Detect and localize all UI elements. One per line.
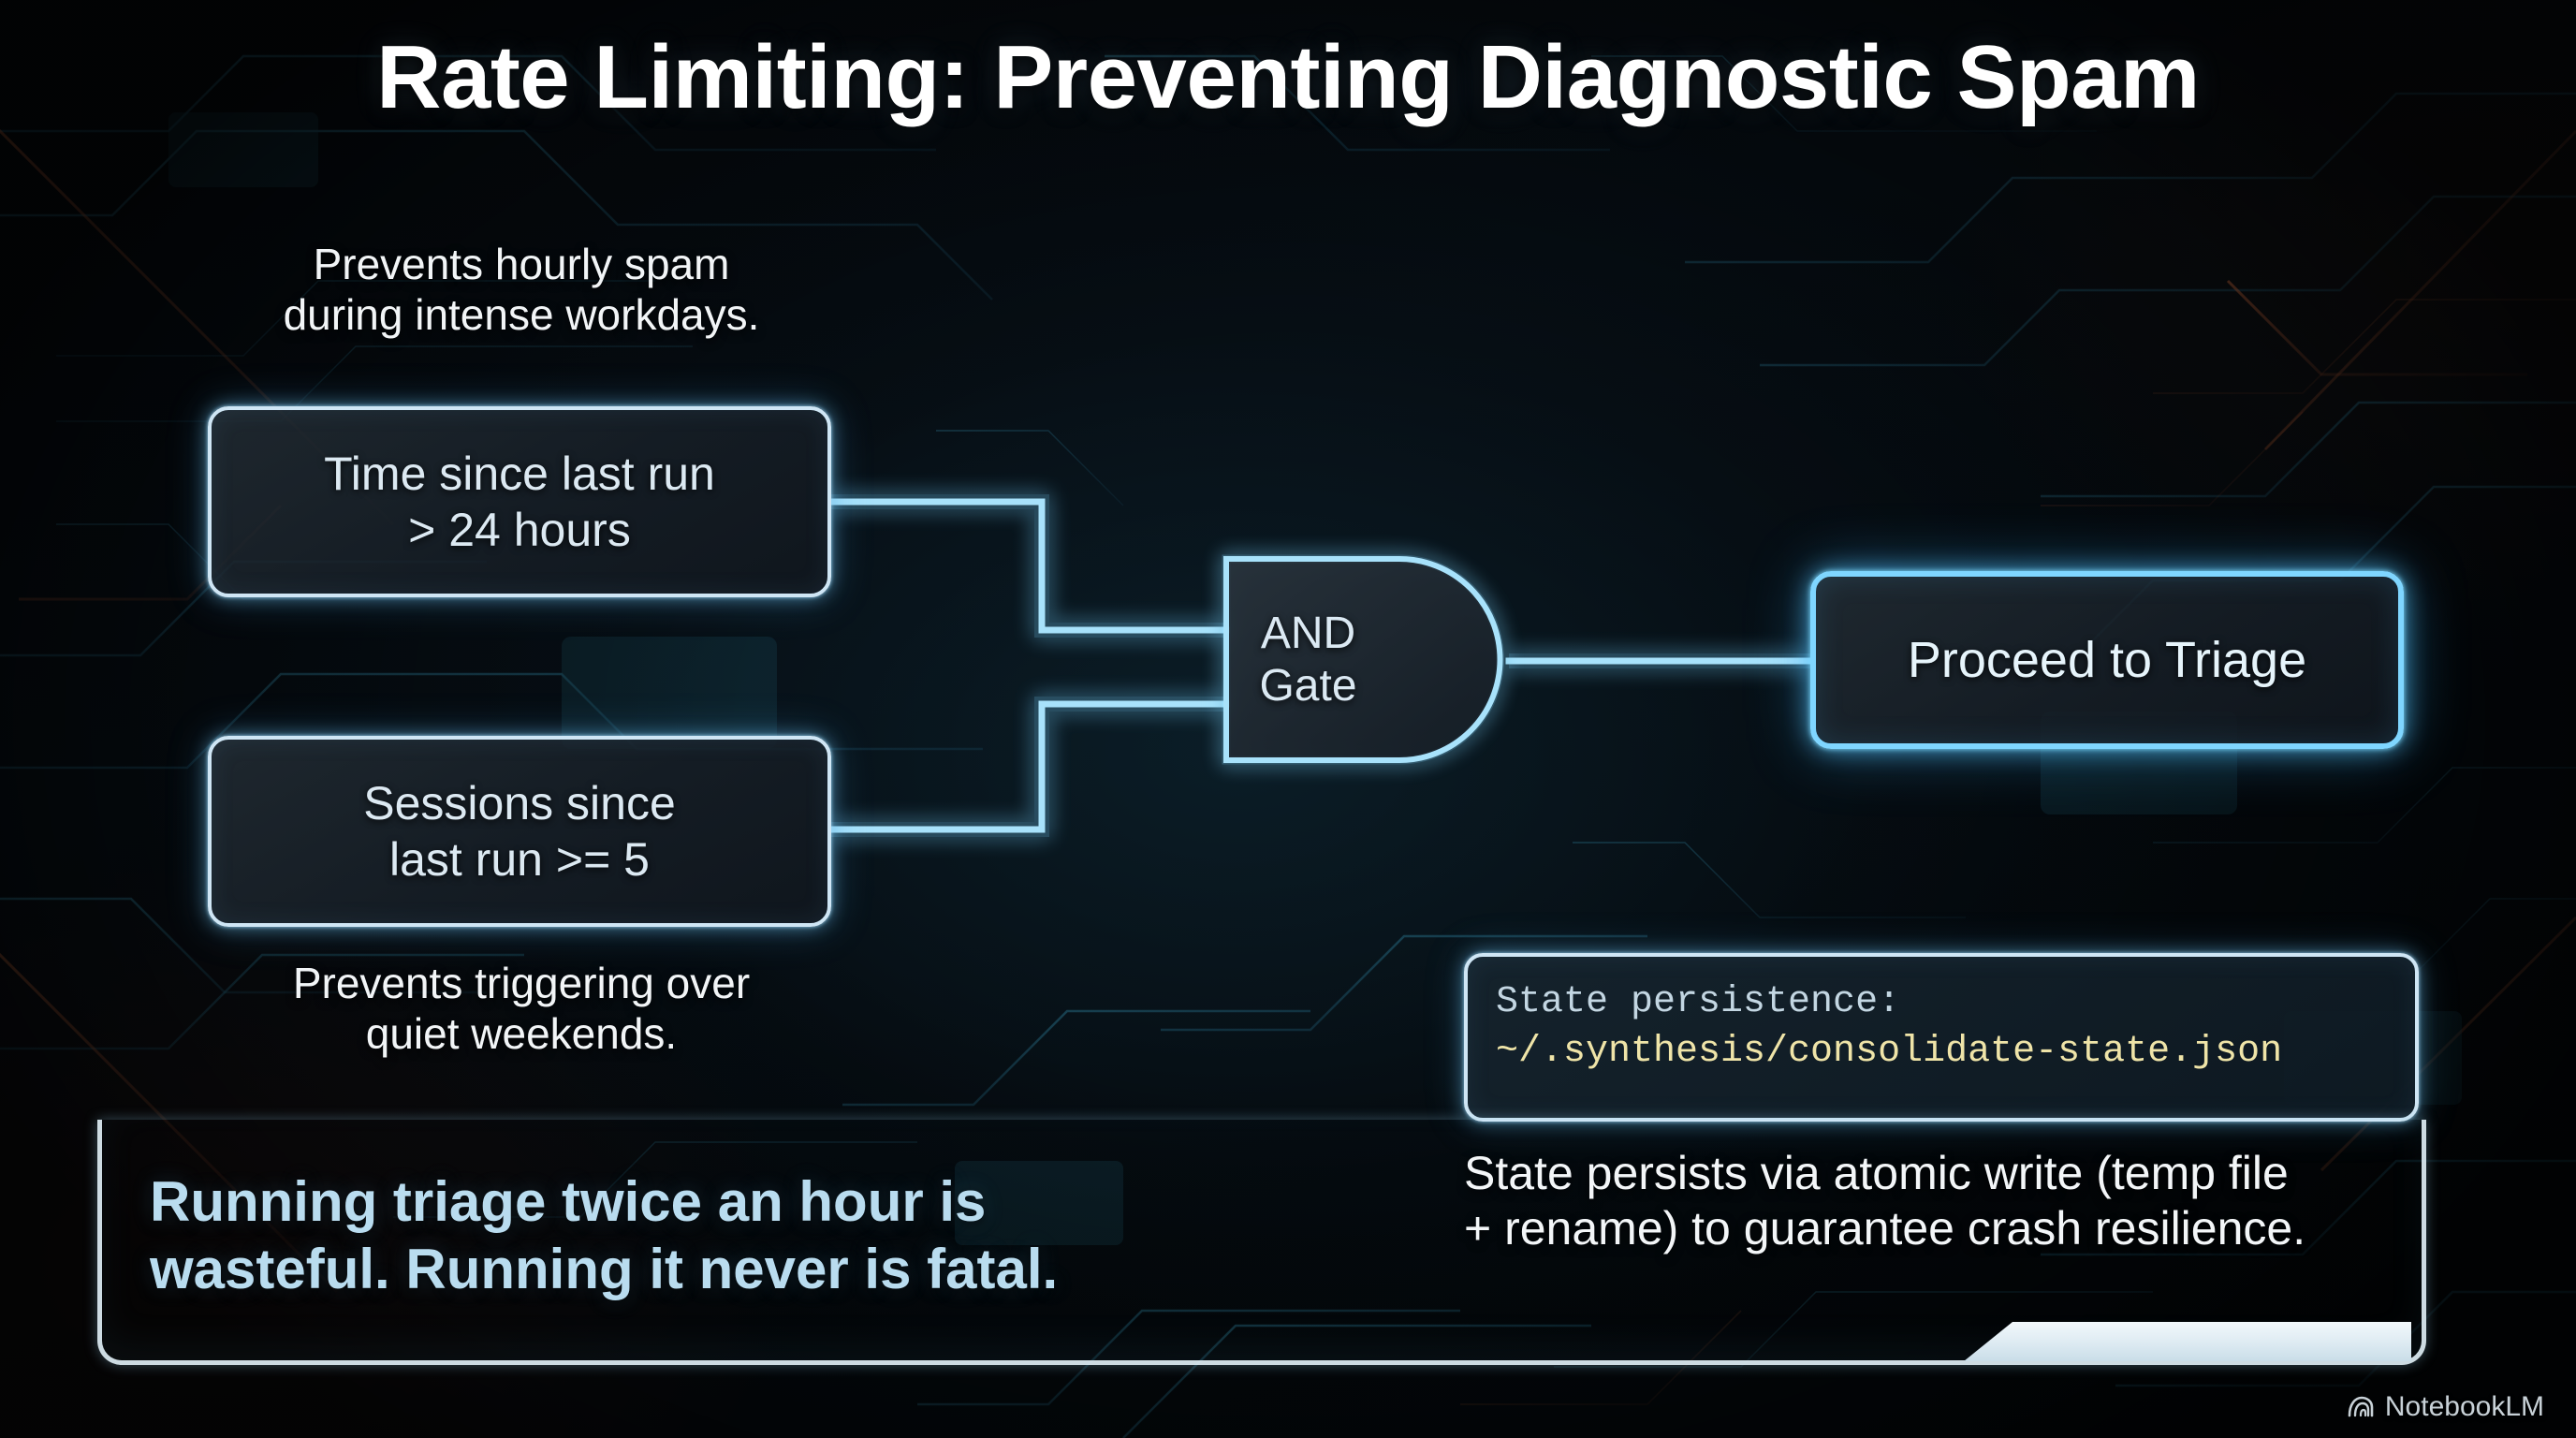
page-title: Rate Limiting: Preventing Diagnostic Spa… (376, 27, 2200, 127)
state-persistence-code-block: State persistence: ~/.synthesis/consolid… (1464, 953, 2419, 1122)
watermark-label: NotebookLM (2384, 1391, 2544, 1422)
pull-quote: Running triage twice an hour is wasteful… (150, 1170, 1059, 1300)
notebook-spiral-icon (2348, 1396, 2374, 1417)
code-path-line: ~/.synthesis/consolidate-state.json (1496, 1031, 2283, 1074)
condition-node-sessions[interactable]: Sessions since last run >= 5 (208, 736, 831, 927)
condition-node-sessions-label: Sessions since last run >= 5 (363, 777, 676, 886)
quote-frame-accent-bar (1964, 1322, 2411, 1361)
state-persistence-note: State persists via atomic write (temp fi… (1464, 1147, 2306, 1255)
and-gate[interactable]: AND Gate (1222, 554, 1507, 765)
output-node-proceed-to-triage[interactable]: Proceed to Triage (1810, 571, 2404, 749)
and-gate-shape-icon (1222, 554, 1504, 765)
caption-top: Prevents hourly spam during intense work… (283, 240, 760, 339)
and-gate-label: AND Gate (1259, 608, 1357, 711)
wire-time-to-gate (827, 498, 1230, 634)
condition-node-time[interactable]: Time since last run > 24 hours (208, 406, 831, 597)
notebooklm-watermark: NotebookLM (2346, 1391, 2544, 1423)
code-key-line: State persistence: (1496, 981, 1901, 1023)
condition-node-time-label: Time since last run > 24 hours (324, 448, 715, 556)
output-node-label: Proceed to Triage (1907, 631, 2307, 688)
caption-bottom: Prevents triggering over quiet weekends. (292, 959, 751, 1058)
wire-sessions-to-gate (827, 700, 1230, 833)
